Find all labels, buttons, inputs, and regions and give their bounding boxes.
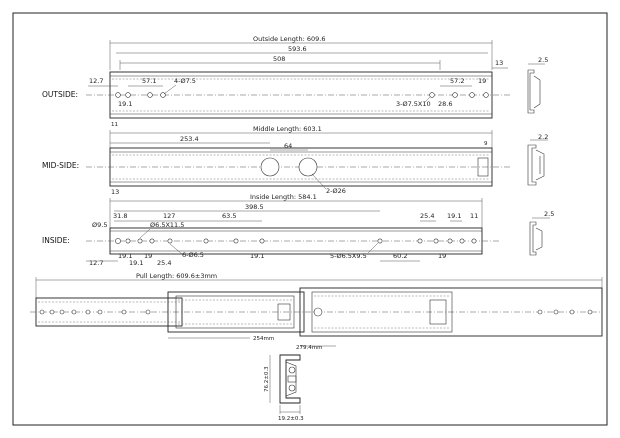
pull-outer-member xyxy=(299,287,603,337)
middle-dim-2-holes: 2-Ø26 xyxy=(326,187,346,195)
outside-dim-19-1: 19.1 xyxy=(118,100,132,108)
mid-side-row: MID-SIDE: Middle Length: 603.1 253.4 64 … xyxy=(42,125,548,196)
outside-side-dim: 2.5 xyxy=(538,56,548,64)
middle-side-dim: 2.2 xyxy=(538,133,548,141)
outside-row-label: OUTSIDE: xyxy=(42,90,78,99)
inside-dim-127: 127 xyxy=(163,212,175,220)
mid-side-row-label: MID-SIDE: xyxy=(42,161,79,170)
pull-dim-279-4: 279.4mm xyxy=(296,345,322,351)
outside-dim-508: 508 xyxy=(273,55,285,63)
pull-length-label: Pull Length: 609.6±3mm xyxy=(136,272,217,280)
inside-row: INSIDE: Inside Length: 584.1 398.5 31.8 … xyxy=(42,193,554,267)
middle-side-profile xyxy=(527,144,545,186)
inside-dim-19-1-b: 19.1 xyxy=(129,259,143,267)
inside-dim-6-holes: 6-Ø6.5 xyxy=(182,251,204,259)
middle-dim-64: 64 xyxy=(284,142,292,150)
inside-row-label: INSIDE: xyxy=(42,236,70,245)
section-width-dim: 19.2±0.3 xyxy=(278,416,304,422)
outside-dim-57-2: 57.2 xyxy=(450,77,464,85)
section-height-dim: 76.2±0.3 xyxy=(264,366,270,392)
cross-section: 76.2±0.3 19.2±0.3 xyxy=(264,354,304,422)
outside-side-profile xyxy=(527,69,541,114)
middle-large-hole-1 xyxy=(260,157,280,177)
inside-dim-63-5: 63.5 xyxy=(222,212,236,220)
drawing-frame xyxy=(12,12,608,426)
outside-row: OUTSIDE: Outside Length: 609.6 593.6 508… xyxy=(42,35,548,128)
inside-dim-60-2: 60.2 xyxy=(393,252,407,260)
inside-dim-19-1-a: 19.1 xyxy=(118,252,132,260)
pull-assembly: Pull Length: 609.6±3mm 254mm xyxy=(30,272,603,351)
pull-middle-member xyxy=(167,291,305,333)
inside-dim-25-4-right: 25.4 xyxy=(420,212,434,220)
inside-dim-25-4: 25.4 xyxy=(157,259,171,267)
outside-dim-4-holes: 4-Ø7.5 xyxy=(174,77,196,85)
inside-dim-dia-9-5: Ø9.5 xyxy=(92,221,107,229)
inside-dim-19-right: 19 xyxy=(438,252,446,260)
inside-dim-398-5: 398.5 xyxy=(245,203,264,211)
inside-dim-19: 19 xyxy=(144,252,152,260)
inside-dim-31-8: 31.8 xyxy=(113,212,127,220)
inside-length-label: Inside Length: 584.1 xyxy=(250,193,317,201)
outside-length-label: Outside Length: 609.6 xyxy=(253,35,325,43)
middle-dim-9: 9 xyxy=(484,141,488,147)
middle-dim-13: 13 xyxy=(111,188,119,196)
outside-dim-57-1: 57.1 xyxy=(142,77,156,85)
outside-dim-19: 19 xyxy=(478,77,486,85)
cross-section-profile xyxy=(279,354,301,404)
inside-dim-12-7: 12.7 xyxy=(89,259,103,267)
outside-dim-13: 13 xyxy=(495,59,503,67)
outside-dim-28-6: 28.6 xyxy=(438,100,452,108)
outside-dim-12-7: 12.7 xyxy=(89,77,103,85)
inside-dim-19-1-right: 19.1 xyxy=(447,212,461,220)
inside-dim-11: 11 xyxy=(470,212,478,220)
inside-dim-19-1-c: 19.1 xyxy=(250,252,264,260)
inside-side-profile xyxy=(529,221,543,256)
inside-dim-5-slots: 5-Ø6.5X9.5 xyxy=(330,252,367,260)
outside-dim-3-slots: 3-Ø7.5X10 xyxy=(396,100,431,108)
middle-length-label: Middle Length: 603.1 xyxy=(253,125,322,133)
outside-dim-11: 11 xyxy=(111,122,118,128)
inside-side-dim: 2.5 xyxy=(544,210,554,218)
outside-dim-593: 593.6 xyxy=(288,45,307,53)
pull-dim-254: 254mm xyxy=(253,336,274,342)
middle-dim-253-4: 253.4 xyxy=(180,135,199,143)
middle-large-hole-2 xyxy=(298,157,318,177)
inside-dim-slot: Ø6.5X11.5 xyxy=(150,221,184,229)
